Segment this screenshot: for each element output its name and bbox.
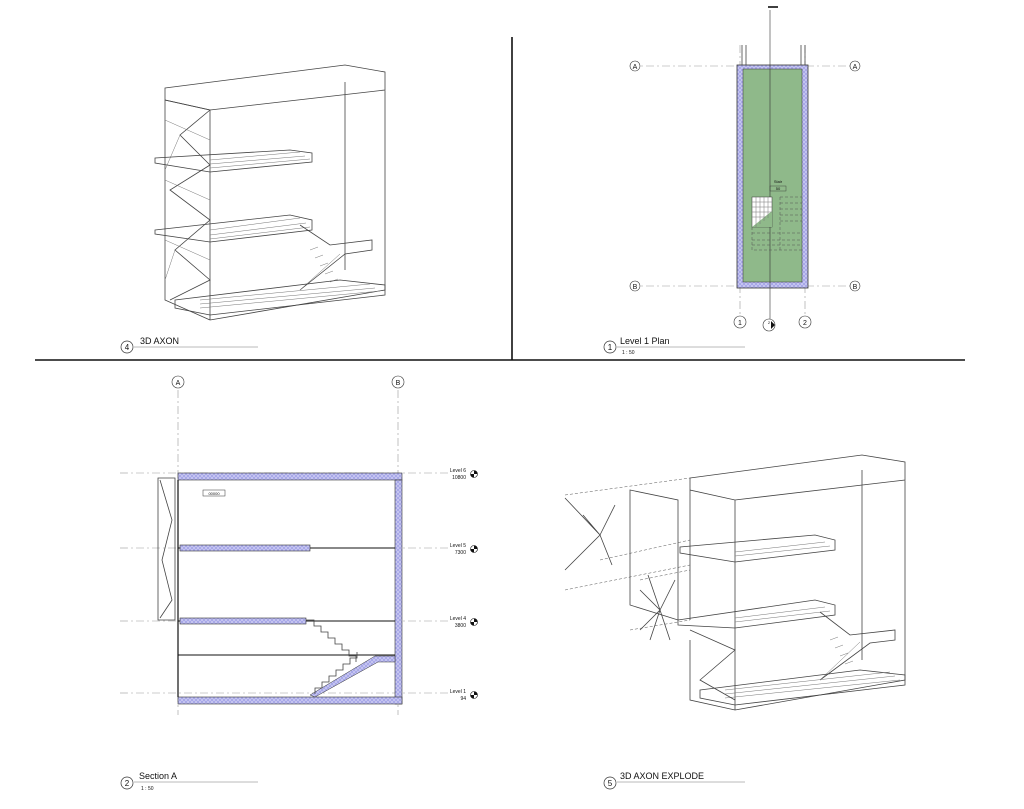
view-section-a: A B 00000 Level 6 10800 Level 5 7300 Lev… [120, 375, 478, 715]
grid-bubble-a-right[interactable]: A [849, 60, 861, 72]
view-3d-axon-explode [564, 454, 906, 711]
view-title-section-a[interactable]: 2 Section A 1 : 50 [120, 771, 258, 792]
svg-text:Level 1: Level 1 [450, 689, 466, 695]
svg-text:2: 2 [768, 320, 771, 325]
svg-text:A: A [176, 380, 181, 387]
level-marker-1[interactable]: Level 1 94 [450, 689, 478, 702]
level-marker-5[interactable]: Level 5 7300 [450, 543, 478, 556]
view-title: 3D AXON EXPLODE [620, 771, 704, 781]
svg-text:7300: 7300 [455, 550, 466, 556]
svg-text:A: A [853, 64, 858, 71]
section-tag: 00000 [208, 491, 220, 496]
view-level-1-plan: Stair 50 A A B B 1 2 2 [629, 10, 861, 332]
svg-text:Level 4: Level 4 [450, 616, 466, 622]
level-marker-4[interactable]: Level 4 3800 [450, 616, 478, 629]
grid-bubble-b[interactable]: B [391, 375, 405, 389]
svg-text:B: B [396, 380, 401, 387]
view-3d-axon [154, 64, 386, 321]
view-title: Level 1 Plan [620, 336, 670, 346]
svg-text:B: B [853, 284, 858, 291]
svg-text:94: 94 [460, 696, 466, 702]
view-number: 4 [125, 343, 130, 352]
view-scale: 1 : 50 [141, 786, 154, 792]
room-number: 50 [776, 186, 781, 191]
svg-text:10800: 10800 [452, 475, 466, 481]
view-number: 2 [125, 779, 130, 788]
grid-bubble-2[interactable]: 2 [798, 315, 812, 329]
svg-text:3800: 3800 [455, 623, 466, 629]
svg-text:1: 1 [738, 320, 742, 327]
svg-text:A: A [633, 64, 638, 71]
grid-bubble-b-right[interactable]: B [849, 280, 861, 292]
view-title-3d-axon-explode[interactable]: 5 3D AXON EXPLODE [603, 771, 745, 790]
view-title: Section A [139, 771, 177, 781]
view-title-level-1-plan[interactable]: 1 Level 1 Plan 1 : 50 [603, 336, 745, 356]
view-scale: 1 : 50 [622, 350, 635, 356]
room-name: Stair [774, 179, 783, 184]
plan-floor [742, 68, 803, 283]
view-title: 3D AXON [140, 336, 179, 346]
grid-bubble-a[interactable]: A [171, 375, 185, 389]
grid-bubble-b-left[interactable]: B [629, 280, 641, 292]
grid-bubble-1[interactable]: 1 [733, 315, 747, 329]
grid-bubble-a-left[interactable]: A [629, 60, 641, 72]
svg-text:2: 2 [803, 320, 807, 327]
svg-text:B: B [633, 284, 638, 291]
section-marker[interactable]: 2 [762, 318, 776, 332]
svg-text:Level 6: Level 6 [450, 468, 466, 474]
level-marker-6[interactable]: Level 6 10800 [450, 468, 478, 481]
svg-text:Level 5: Level 5 [450, 543, 466, 549]
view-number: 5 [608, 779, 613, 788]
view-number: 1 [608, 343, 613, 352]
view-title-3d-axon[interactable]: 4 3D AXON [120, 336, 258, 354]
